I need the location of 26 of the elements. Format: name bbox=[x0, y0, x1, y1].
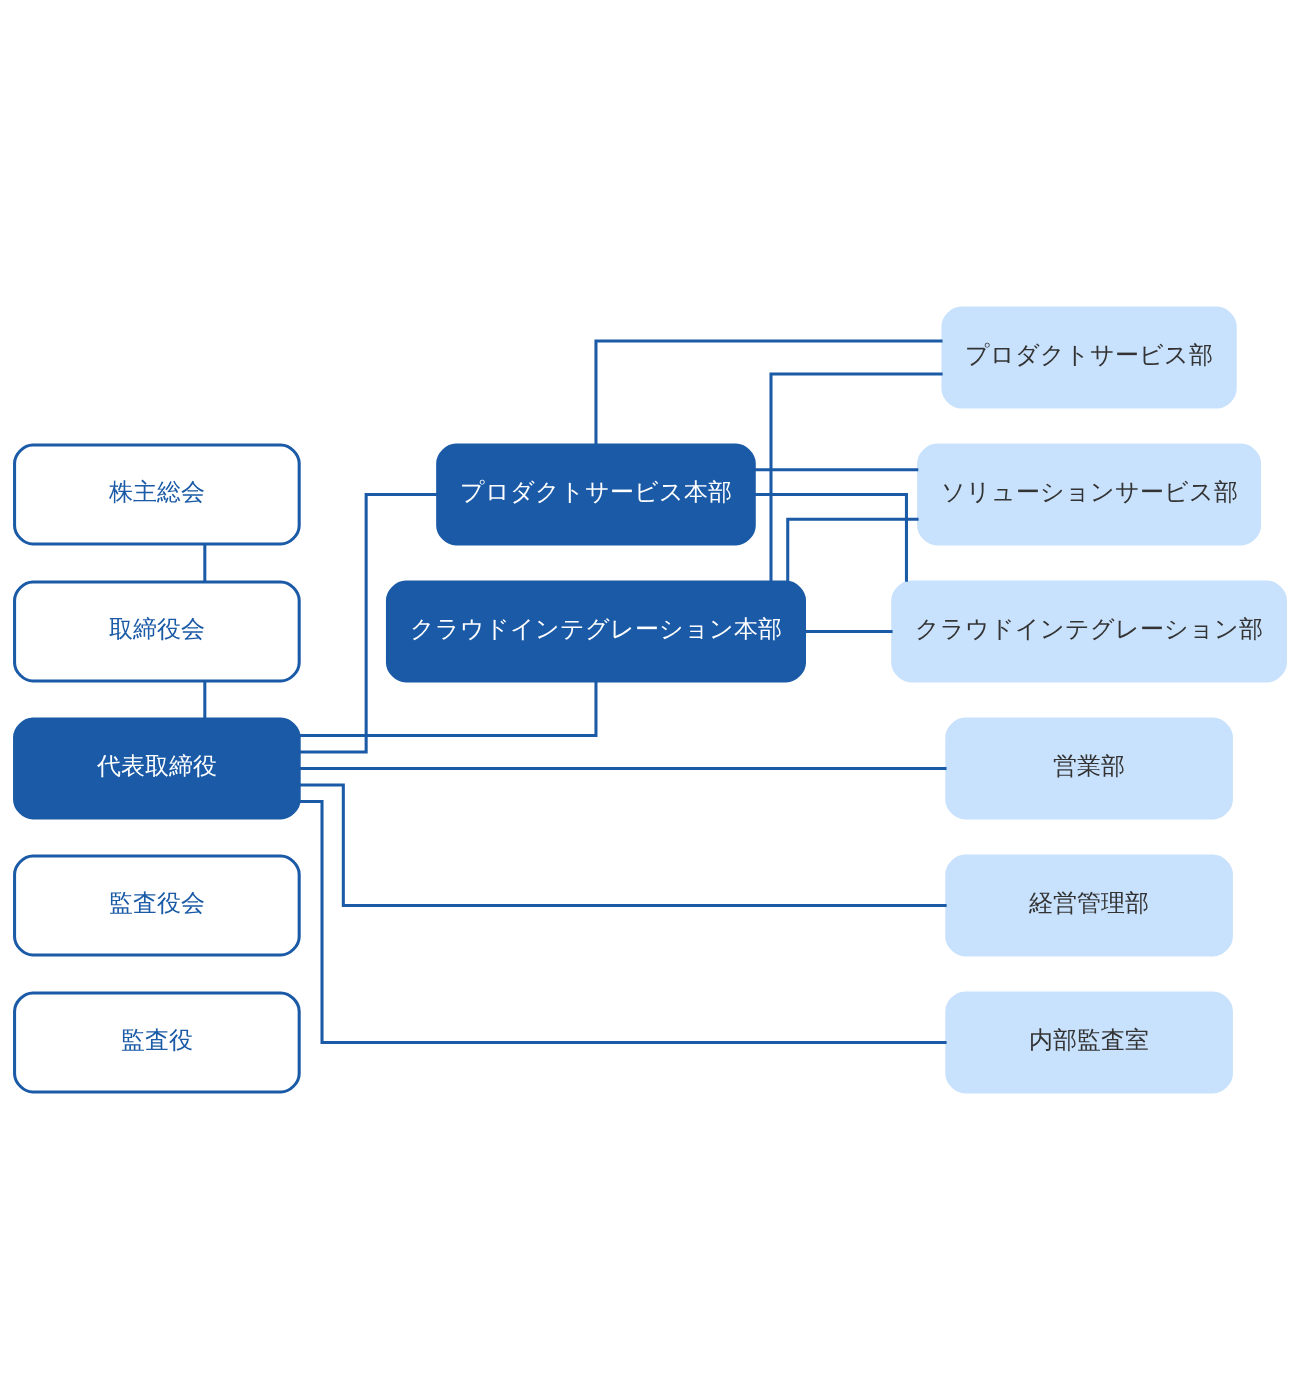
connector bbox=[299, 493, 438, 754]
connector bbox=[594, 339, 943, 445]
connector bbox=[769, 372, 943, 582]
connector bbox=[754, 468, 919, 472]
connector bbox=[299, 783, 947, 907]
connector bbox=[203, 681, 207, 719]
connector bbox=[805, 630, 893, 634]
node-box: 代表取締役 bbox=[13, 717, 301, 820]
node-box: 営業部 bbox=[945, 717, 1233, 820]
node-box: 経営管理部 bbox=[945, 854, 1233, 957]
node-box: プロダクトサービス本部 bbox=[436, 443, 756, 546]
connector bbox=[786, 517, 919, 582]
connector bbox=[299, 681, 598, 738]
node-box: ソリューションサービス部 bbox=[917, 443, 1262, 546]
connector bbox=[203, 544, 207, 582]
node-box: クラウドインテグレーション部 bbox=[891, 580, 1287, 683]
connector bbox=[299, 799, 947, 1044]
node-box: プロダクトサービス部 bbox=[941, 306, 1237, 409]
node-box: 監査役会 bbox=[13, 854, 301, 957]
node-box: 内部監査室 bbox=[945, 991, 1233, 1094]
connector bbox=[754, 493, 908, 582]
connector bbox=[299, 766, 947, 770]
node-box: 株主総会 bbox=[13, 443, 301, 546]
node-box: クラウドインテグレーション本部 bbox=[385, 580, 806, 683]
node-box: 監査役 bbox=[13, 991, 301, 1094]
node-box: 取締役会 bbox=[13, 580, 301, 683]
